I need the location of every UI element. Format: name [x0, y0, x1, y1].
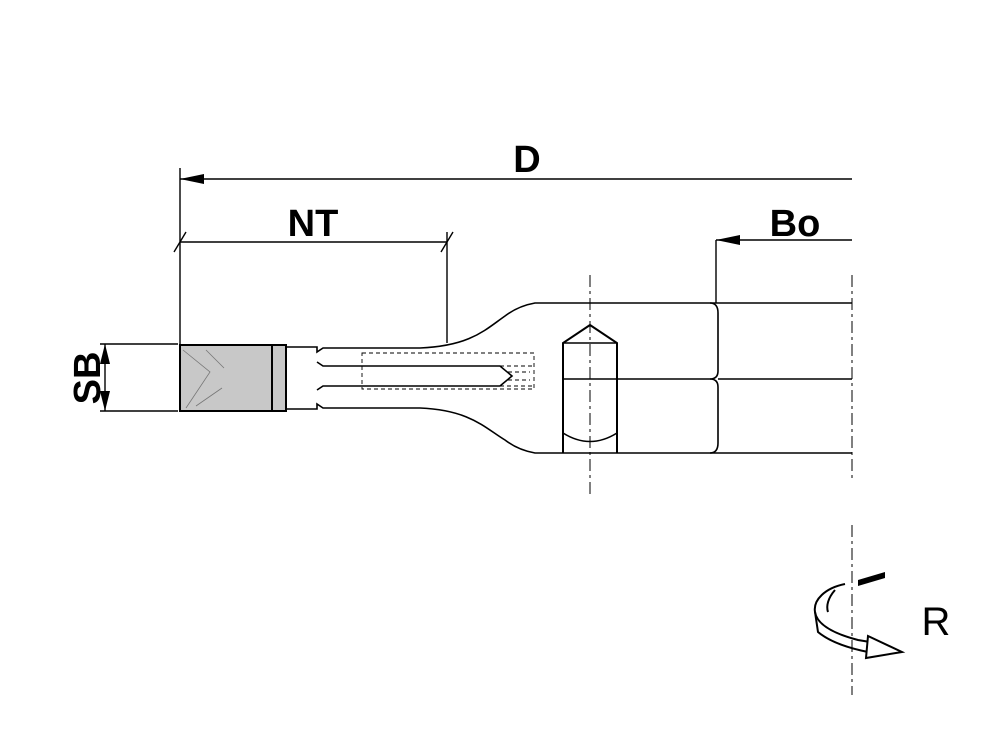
rotation-arrow-lower	[814, 611, 869, 653]
rotation-arrow-curve	[813, 583, 871, 643]
nt-label: NT	[288, 203, 339, 245]
hidden-slot-outline	[361, 352, 535, 390]
body-lower-outline	[286, 402, 852, 454]
cutter-body	[179, 275, 853, 495]
carbide-tip	[179, 344, 287, 412]
body-bore-edge	[709, 302, 719, 380]
dimension-nt: NT	[173, 203, 454, 343]
bo-label: Bo	[770, 203, 821, 245]
rotation-arrowhead	[864, 634, 906, 660]
d-arrowhead	[180, 174, 204, 184]
hidden-lines-extra	[500, 365, 534, 387]
bo-arrowhead	[716, 235, 740, 245]
sb-label: SB	[67, 352, 109, 405]
nt-tick-left	[173, 231, 187, 253]
d-label: D	[513, 139, 540, 181]
dimension-sb: SB	[67, 343, 178, 412]
body-upper-outline	[286, 302, 852, 354]
sb-arrowhead-top	[100, 344, 110, 364]
sb-arrowhead-bottom	[100, 391, 110, 411]
rotation-label: R	[922, 600, 951, 644]
body-mid-joint	[617, 378, 719, 454]
rotation-arrow-inner	[826, 589, 836, 613]
dimension-bo: Bo	[715, 203, 852, 303]
rotation-band-top	[858, 572, 885, 586]
tip-facet-lines	[182, 349, 225, 409]
body-slot	[316, 361, 514, 391]
rotation-indicator: R	[813, 525, 951, 695]
